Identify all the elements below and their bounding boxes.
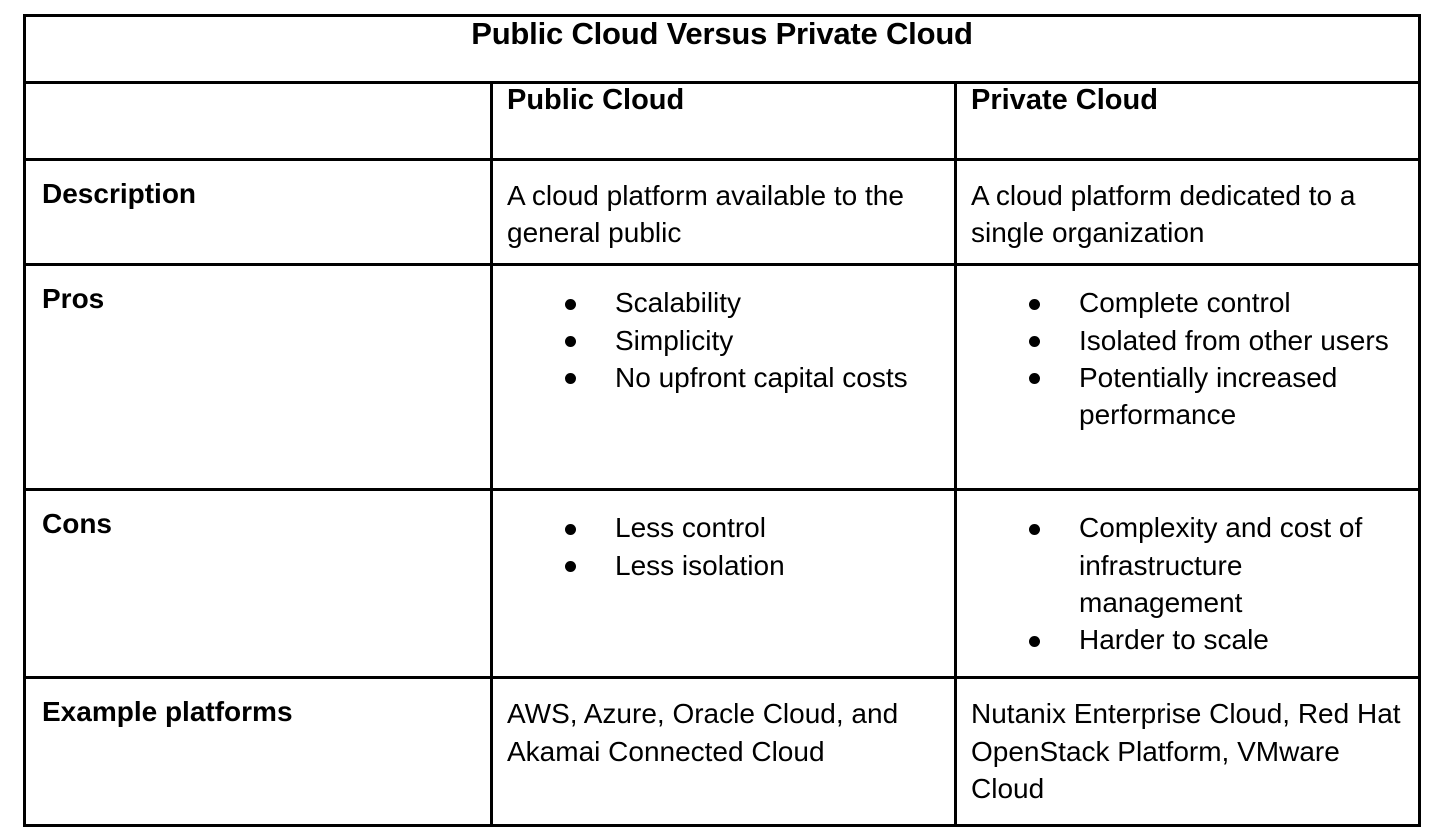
list-item: Scalability	[493, 284, 944, 321]
table-row-pros: Pros Scalability Simplicity	[23, 263, 1422, 492]
cell-cons-public: Less control Less isolation	[490, 488, 957, 680]
cell-text-example-platforms-public: AWS, Azure, Oracle Cloud, and Akamai Con…	[507, 698, 899, 767]
bullet-list-pros-public: Scalability Simplicity No upfront capita…	[493, 266, 954, 406]
row-label-cell-cons: Cons	[23, 488, 493, 680]
row-label-cell-example-platforms: Example platforms	[23, 676, 493, 827]
table-title-cell: Public Cloud Versus Private Cloud	[22, 14, 1422, 84]
table-header-row: Public Cloud Private Cloud	[23, 81, 1422, 161]
table-row-cons: Cons Less control Less isolation	[23, 488, 1422, 680]
cell-description-public: A cloud platform available to the genera…	[490, 157, 957, 267]
list-item-label: Less control	[615, 512, 766, 544]
bullet-icon	[1029, 635, 1040, 647]
list-item-label: No upfront capital costs	[615, 361, 908, 393]
list-item: Potentially increased performance	[957, 359, 1408, 433]
row-label-pros: Pros	[42, 283, 105, 315]
list-item-label: Complexity and cost of infrastructure ma…	[1079, 512, 1363, 618]
list-item-label: Potentially increased performance	[1079, 361, 1338, 431]
header-label-private-cloud: Private Cloud	[971, 84, 1158, 116]
bullet-icon	[565, 336, 576, 348]
bullet-icon	[565, 561, 576, 573]
list-item-label: Harder to scale	[1079, 624, 1269, 656]
bullet-list-cons-private: Complexity and cost of infrastructure ma…	[957, 491, 1418, 668]
list-item: Complexity and cost of infrastructure ma…	[957, 509, 1408, 621]
cell-pros-private: Complete control Isolated from other use…	[953, 263, 1422, 492]
cell-pros-public: Scalability Simplicity No upfront capita…	[490, 263, 957, 492]
row-label-example-platforms: Example platforms	[42, 696, 293, 728]
cell-text-example-platforms-private: Nutanix Enterprise Cloud, Red Hat OpenSt…	[971, 698, 1401, 804]
bullet-icon	[1029, 373, 1040, 385]
row-label-cons: Cons	[42, 508, 112, 540]
bullet-icon	[565, 373, 576, 385]
header-cell-public-cloud: Public Cloud	[490, 81, 957, 161]
bullet-list-pros-private: Complete control Isolated from other use…	[957, 266, 1418, 443]
list-item: Less isolation	[493, 547, 944, 584]
bullet-icon	[1029, 524, 1040, 536]
row-label-description: Description	[42, 178, 197, 209]
list-item: Complete control	[957, 284, 1408, 321]
bullet-icon	[565, 524, 576, 536]
list-item: No upfront capital costs	[493, 359, 944, 396]
list-item-label: Isolated from other users	[1079, 324, 1389, 356]
cell-text-description-private: A cloud platform dedicated to a single o…	[971, 180, 1356, 249]
table-title-row: Public Cloud Versus Private Cloud	[22, 14, 1422, 84]
row-label-cell-description: Description	[23, 157, 493, 267]
list-item-label: Scalability	[615, 287, 742, 319]
bullet-list-cons-public: Less control Less isolation	[493, 491, 954, 593]
list-item-label: Complete control	[1079, 287, 1291, 319]
comparison-table: Public Cloud Versus Private Cloud Public…	[22, 14, 1422, 827]
list-item: Harder to scale	[957, 621, 1408, 658]
header-cell-private-cloud: Private Cloud	[953, 81, 1422, 161]
table-row-example-platforms: Example platforms AWS, Azure, Oracle Clo…	[23, 676, 1422, 827]
bullet-icon	[1029, 336, 1040, 348]
row-label-cell-pros: Pros	[23, 263, 493, 492]
table-row-description: Description A cloud platform available t…	[23, 157, 1422, 267]
list-item-label: Less isolation	[615, 549, 785, 581]
list-item: Simplicity	[493, 322, 944, 359]
cell-example-platforms-private: Nutanix Enterprise Cloud, Red Hat OpenSt…	[953, 676, 1422, 827]
bullet-icon	[1029, 299, 1040, 311]
cell-description-private: A cloud platform dedicated to a single o…	[953, 157, 1422, 267]
header-label-public-cloud: Public Cloud	[507, 84, 685, 116]
bullet-icon	[565, 299, 576, 311]
list-item: Isolated from other users	[957, 322, 1408, 359]
table-title: Public Cloud Versus Private Cloud	[471, 16, 973, 51]
list-item-label: Simplicity	[615, 324, 734, 356]
list-item: Less control	[493, 509, 944, 546]
header-cell-blank	[23, 81, 493, 161]
cell-text-description-public: A cloud platform available to the genera…	[507, 180, 904, 249]
cell-cons-private: Complexity and cost of infrastructure ma…	[953, 488, 1422, 680]
cell-example-platforms-public: AWS, Azure, Oracle Cloud, and Akamai Con…	[490, 676, 957, 827]
